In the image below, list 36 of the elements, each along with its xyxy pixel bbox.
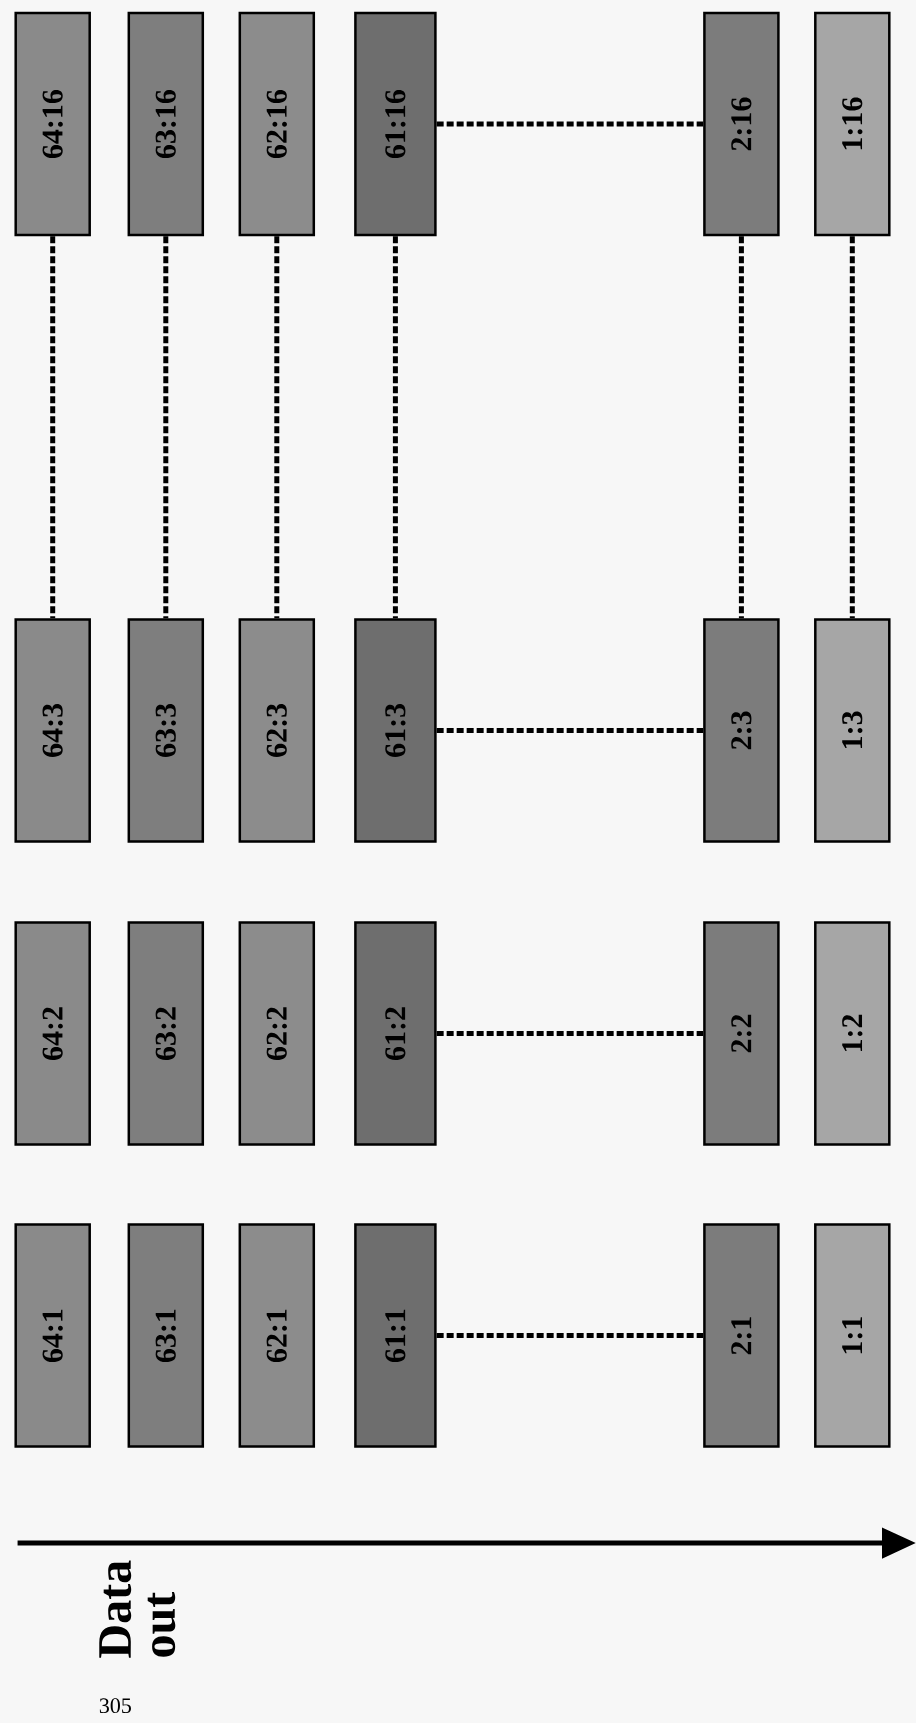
memory-block: 1:1 bbox=[814, 1223, 891, 1448]
memory-block: 63:2 bbox=[127, 921, 205, 1146]
memory-block: 2:16 bbox=[703, 11, 780, 237]
memory-block: 62:1 bbox=[238, 1223, 316, 1448]
dashed-connector bbox=[436, 1333, 704, 1339]
memory-block: 2:1 bbox=[703, 1223, 780, 1448]
memory-block: 62:3 bbox=[238, 618, 316, 843]
memory-block: 1:2 bbox=[814, 921, 891, 1146]
memory-block: 61:16 bbox=[354, 11, 437, 237]
memory-block: 62:2 bbox=[238, 921, 316, 1146]
memory-block: 1:16 bbox=[814, 11, 891, 237]
dashed-connector bbox=[50, 236, 56, 619]
memory-block: 64:16 bbox=[14, 11, 91, 237]
dashed-connector bbox=[738, 236, 744, 619]
memory-block: 64:3 bbox=[14, 618, 91, 843]
memory-block: 63:3 bbox=[127, 618, 205, 843]
dashed-connector bbox=[274, 236, 280, 619]
memory-block: 61:1 bbox=[354, 1223, 437, 1448]
memory-block: 61:2 bbox=[354, 921, 437, 1146]
memory-block: 2:3 bbox=[703, 618, 780, 843]
page-number: 305 bbox=[99, 1698, 131, 1714]
memory-block: 63:16 bbox=[127, 11, 205, 237]
memory-block: 62:16 bbox=[238, 11, 316, 237]
memory-block: 63:1 bbox=[127, 1223, 205, 1448]
memory-block: 64:1 bbox=[14, 1223, 91, 1448]
memory-block: 1:3 bbox=[814, 618, 891, 843]
dashed-connector bbox=[392, 236, 398, 619]
dashed-connector bbox=[163, 236, 169, 619]
dashed-connector bbox=[436, 1031, 704, 1036]
dashed-connector bbox=[849, 236, 855, 619]
axis-label: Data out bbox=[99, 1560, 176, 1658]
dashed-connector bbox=[436, 727, 704, 733]
memory-block: 61:3 bbox=[354, 618, 437, 843]
memory-block: 64:2 bbox=[14, 921, 91, 1146]
dashed-connector bbox=[436, 121, 704, 127]
memory-block: 2:2 bbox=[703, 921, 780, 1146]
